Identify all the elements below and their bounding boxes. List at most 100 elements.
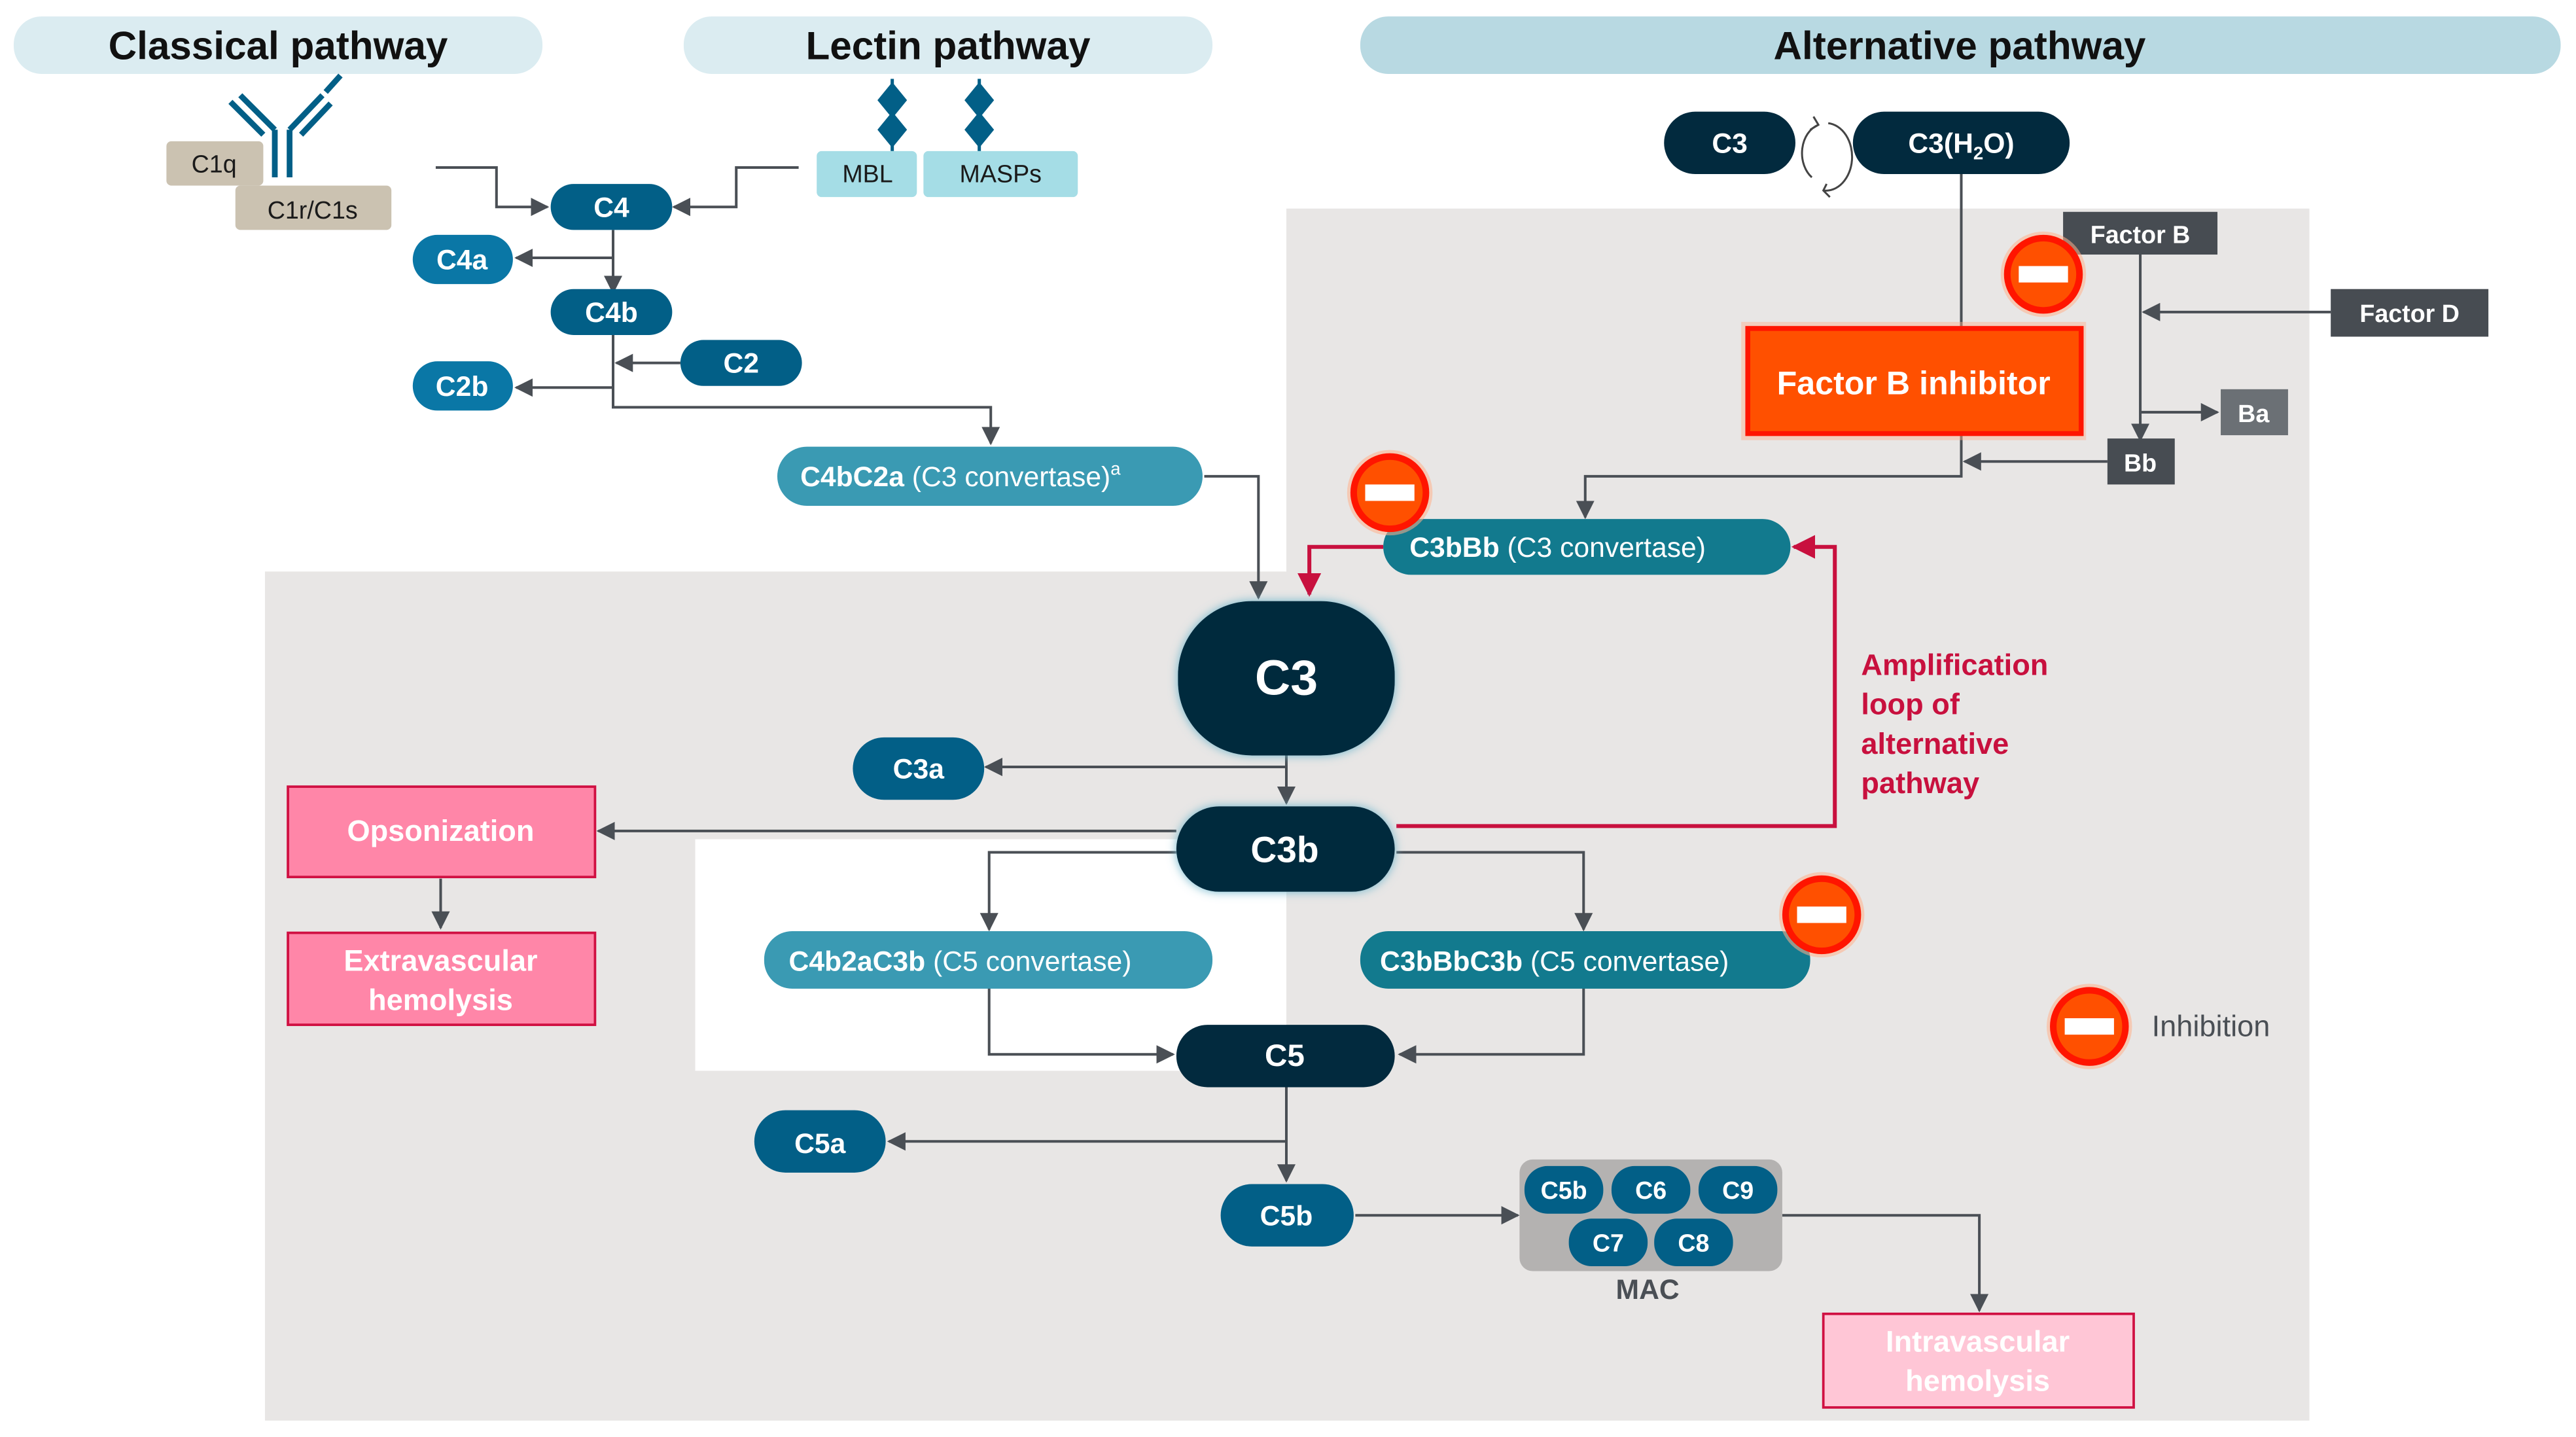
opsonization-label: Opsonization xyxy=(347,814,534,847)
legend-inhibition: Inhibition xyxy=(2047,984,2270,1069)
node-c4[interactable]: C4 xyxy=(550,184,673,230)
node-c3bbb-rest: (C3 convertase) xyxy=(1500,532,1706,563)
bb-box[interactable]: Bb xyxy=(2107,438,2175,485)
intravascular-label-1: Intravascular xyxy=(1886,1325,2070,1358)
node-c4b2ac3b-bold: C4b2aC3b xyxy=(789,946,926,977)
mac-component: C8 xyxy=(1654,1218,1733,1267)
header-alternative-label: Alternative pathway xyxy=(1774,23,2146,67)
node-c4bc2a-sup: a xyxy=(1110,458,1121,478)
extravascular-label-2: hemolysis xyxy=(368,983,513,1016)
ba-box[interactable]: Ba xyxy=(2221,389,2288,436)
factor-b-inhibitor-box[interactable]: Factor B inhibitor xyxy=(1741,321,2087,440)
node-c3h2o[interactable]: C3(H2O) xyxy=(1852,111,2070,175)
node-c2b[interactable]: C2b xyxy=(412,361,513,411)
svg-text:C3bBbC3b (C5 convertase): C3bBbC3b (C5 convertase) xyxy=(1380,946,1729,977)
mac-component: C6 xyxy=(1611,1165,1691,1214)
node-c5b[interactable]: C5b xyxy=(1220,1184,1354,1247)
svg-text:C4bC2a (C3 convertase)a: C4bC2a (C3 convertase)a xyxy=(800,458,1121,493)
node-c3-central[interactable]: C3 xyxy=(1178,601,1395,756)
svg-text:C8: C8 xyxy=(1678,1229,1709,1256)
factor-b-label: Factor B xyxy=(2091,221,2191,248)
node-c3a-label: C3a xyxy=(893,754,945,785)
mac-component: C9 xyxy=(1698,1165,1778,1214)
node-c3-central-label: C3 xyxy=(1255,650,1318,705)
node-c4bc2a-bold: C4bC2a xyxy=(800,461,904,493)
node-c2-label: C2 xyxy=(723,348,759,380)
intravascular-hemolysis-box[interactable]: Intravascular hemolysis xyxy=(1822,1312,2135,1409)
no-entry-icon xyxy=(1779,872,1865,958)
intravascular-label-2: hemolysis xyxy=(1905,1364,2050,1398)
node-c4bc2a-rest: (C3 convertase) xyxy=(904,461,1110,493)
factor-d-label: Factor D xyxy=(2359,300,2460,327)
node-c3a[interactable]: C3a xyxy=(853,737,985,800)
c1r-c1s-label: C1r/C1s xyxy=(268,196,358,224)
mbl-box: MBL xyxy=(817,151,917,198)
node-c4b[interactable]: C4b xyxy=(550,289,673,335)
svg-text:loop of: loop of xyxy=(1861,688,1960,721)
node-c4bc2a-c3-convertase[interactable]: C4bC2a (C3 convertase)a xyxy=(777,446,1203,506)
node-c4b2ac3b-c5-convertase[interactable]: C4b2aC3b (C5 convertase) xyxy=(764,931,1213,989)
amplification-loop-connector xyxy=(1297,535,1837,828)
mac-label: MAC xyxy=(1616,1274,1680,1305)
antibody-icon xyxy=(228,73,343,178)
cycle-arrows-icon xyxy=(1801,116,1854,198)
factor-b-inhibitor-label: Factor B inhibitor xyxy=(1777,364,2051,401)
node-c2b-label: C2b xyxy=(436,371,489,402)
header-lectin: Lectin pathway xyxy=(683,16,1213,74)
svg-text:C5b: C5b xyxy=(1541,1177,1587,1204)
mannose-diamond-icon xyxy=(877,79,995,151)
node-c4b2ac3b-rest: (C5 convertase) xyxy=(925,946,1131,977)
svg-text:C7: C7 xyxy=(1593,1229,1624,1256)
no-entry-icon xyxy=(2001,232,2087,317)
mac-complex[interactable]: C5b C6 C9 C7 C8 MAC xyxy=(1519,1159,1782,1305)
node-c2[interactable]: C2 xyxy=(680,340,802,386)
node-c3h2o-pre: C3(H xyxy=(1908,128,1973,159)
svg-text:C6: C6 xyxy=(1635,1177,1667,1204)
node-c4a-label: C4a xyxy=(436,245,488,276)
masps-label: MASPs xyxy=(960,160,1042,188)
header-classical-label: Classical pathway xyxy=(109,23,448,67)
node-c3h2o-sub: 2 xyxy=(1973,143,1983,163)
node-c4b-label: C4b xyxy=(585,297,638,328)
node-c3b[interactable]: C3b xyxy=(1176,806,1395,892)
node-c3bbb-c3-convertase[interactable]: C3bBb (C3 convertase) xyxy=(1383,519,1791,575)
masps-box: MASPs xyxy=(923,151,1078,198)
node-c5[interactable]: C5 xyxy=(1176,1025,1395,1088)
svg-text:C9: C9 xyxy=(1722,1177,1754,1204)
amplification-loop-label: Amplification loop of alternative pathwa… xyxy=(1861,648,2048,800)
legend-inhibition-label: Inhibition xyxy=(2152,1010,2270,1043)
node-c3-alt-label: C3 xyxy=(1712,128,1748,159)
svg-text:alternative: alternative xyxy=(1861,727,2009,760)
ba-label: Ba xyxy=(2238,400,2270,427)
svg-text:Amplification: Amplification xyxy=(1861,648,2048,682)
node-c5-label: C5 xyxy=(1265,1038,1305,1073)
node-c3-alt[interactable]: C3 xyxy=(1664,111,1796,175)
node-c3b-label: C3b xyxy=(1250,830,1318,870)
node-c3bbbc3b-bold: C3bBbC3b xyxy=(1380,946,1523,977)
extravascular-hemolysis-box[interactable]: Extravascular hemolysis xyxy=(287,931,597,1026)
svg-text:C4b2aC3b (C5 convertase): C4b2aC3b (C5 convertase) xyxy=(789,946,1132,977)
factor-d-box[interactable]: Factor D xyxy=(2331,289,2489,337)
node-c5a[interactable]: C5a xyxy=(754,1110,886,1173)
extravascular-label-1: Extravascular xyxy=(344,944,537,977)
header-alternative: Alternative pathway xyxy=(1360,16,2561,74)
mbl-label: MBL xyxy=(842,160,892,188)
factor-b-box[interactable]: Factor B xyxy=(2063,211,2218,255)
connectors xyxy=(431,166,2331,1313)
c1q-box: C1q xyxy=(166,141,264,186)
mac-component: C7 xyxy=(1568,1218,1648,1267)
no-entry-icon xyxy=(1347,450,1433,536)
node-c3bbbc3b-rest: (C5 convertase) xyxy=(1523,946,1729,977)
header-lectin-label: Lectin pathway xyxy=(805,23,1091,67)
svg-text:C3bBb (C3 convertase): C3bBb (C3 convertase) xyxy=(1409,532,1706,563)
header-classical: Classical pathway xyxy=(13,16,543,74)
node-c5a-label: C5a xyxy=(794,1128,846,1160)
node-c3h2o-post: O) xyxy=(1983,128,2014,159)
no-entry-icon xyxy=(2047,984,2132,1069)
node-c3bbb-bold: C3bBb xyxy=(1409,532,1499,563)
node-c4a[interactable]: C4a xyxy=(412,234,513,285)
opsonization-box[interactable]: Opsonization xyxy=(287,785,597,879)
node-c3bbbc3b-c5-convertase[interactable]: C3bBbC3b (C5 convertase) xyxy=(1360,931,1810,989)
